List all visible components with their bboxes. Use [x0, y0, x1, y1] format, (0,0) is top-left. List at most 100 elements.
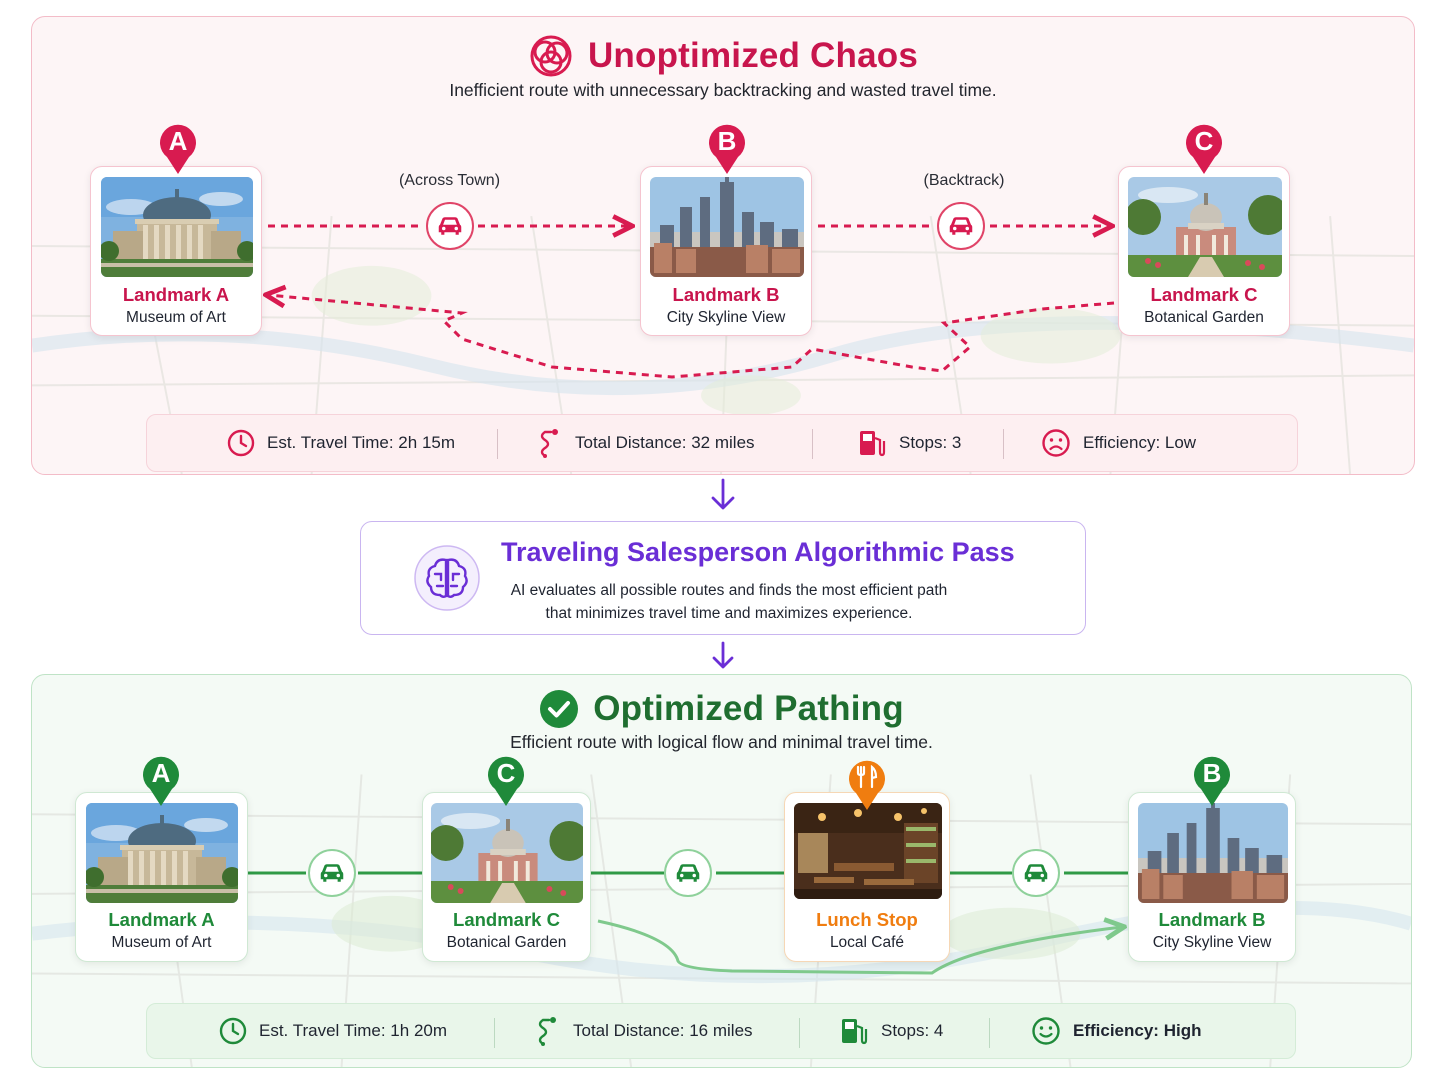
landmark-desc: City Skyline View	[666, 309, 786, 326]
landmark-desc: Museum of Art	[126, 309, 226, 326]
fork-knife-icon	[856, 765, 878, 789]
unoptimized-stats-bar: Est. Travel Time: 2h 15m Total Distance:…	[146, 414, 1298, 472]
route-label-backtrack: (Backtrack)	[923, 172, 1005, 189]
garden-photo	[431, 803, 583, 903]
stat-efficiency: Efficiency: Low	[1041, 415, 1196, 471]
algorithm-description: AI evaluates all possible routes and fin…	[489, 579, 969, 625]
lunch-stop-name: Lunch Stop	[816, 909, 918, 930]
museum-photo	[101, 177, 253, 277]
optimized-stats-bar: Est. Travel Time: 1h 20m Total Distance:…	[146, 1003, 1296, 1059]
optimized-title: Optimized Pathing	[32, 687, 1411, 729]
pin-c: C	[1184, 123, 1224, 175]
stat-divider	[812, 429, 813, 459]
garden-photo	[1128, 177, 1282, 277]
pin-letter: A	[168, 126, 188, 156]
landmark-name: Landmark B	[1158, 909, 1266, 930]
stat-text: Total Distance: 32 miles	[575, 433, 755, 452]
optimized-subtitle: Efficient route with logical flow and mi…	[510, 732, 933, 752]
skyline-photo	[650, 177, 804, 277]
unoptimized-title-text: Unoptimized Chaos	[587, 36, 919, 75]
unoptimized-title: Unoptimized Chaos	[32, 33, 1414, 79]
stat-travel-time: Est. Travel Time: 1h 20m	[219, 1004, 447, 1058]
direct-route	[597, 921, 1122, 975]
check-circle-icon	[540, 689, 579, 728]
tangle-icon	[530, 35, 572, 77]
stat-text: Efficiency: High	[1073, 1021, 1202, 1040]
landmark-card-a[interactable]: Landmark A Museum of Art	[90, 166, 262, 336]
pin-letter: A	[151, 758, 171, 788]
car-icon	[426, 202, 474, 250]
museum-photo	[86, 803, 238, 903]
happy-face-icon	[1032, 1017, 1060, 1045]
landmark-card-a[interactable]: Landmark A Museum of Art	[75, 792, 248, 962]
optimized-panel: Optimized Pathing Efficient route with l…	[31, 674, 1412, 1068]
fuel-icon	[842, 1019, 868, 1045]
landmark-name: Landmark A	[108, 909, 215, 930]
route-icon	[538, 1017, 556, 1046]
landmark-card-c[interactable]: Landmark C Botanical Garden	[1118, 166, 1290, 336]
stat-divider	[989, 1018, 990, 1048]
stat-text: Est. Travel Time: 1h 20m	[259, 1021, 448, 1040]
pin-lunch	[847, 759, 887, 811]
landmark-card-b[interactable]: Landmark B City Skyline View	[640, 166, 812, 336]
algorithm-box: Traveling Salesperson Algorithmic Pass A…	[360, 521, 1086, 635]
route-label-across-town: (Across Town)	[398, 172, 501, 189]
pin-b: B	[1192, 755, 1232, 807]
stat-divider	[494, 1018, 495, 1048]
stat-divider	[497, 429, 498, 459]
landmark-name: Landmark C	[1150, 284, 1258, 305]
stat-text: Total Distance: 16 miles	[573, 1021, 753, 1040]
stat-stops: Stops: 4	[839, 1004, 943, 1058]
cafe-photo	[794, 803, 942, 899]
unoptimized-route	[32, 17, 1415, 379]
unoptimized-panel: Unoptimized Chaos Inefficient route with…	[31, 16, 1415, 475]
sad-face-icon	[1042, 429, 1070, 457]
pin-letter: C	[496, 758, 516, 788]
stat-text: Stops: 3	[899, 433, 962, 452]
unoptimized-subtitle: Inefficient route with unnecessary backt…	[449, 80, 997, 100]
pin-letter: C	[1194, 126, 1214, 156]
landmark-card-c[interactable]: Landmark C Botanical Garden	[422, 792, 591, 962]
landmark-desc: Museum of Art	[111, 934, 212, 951]
pin-a: A	[158, 123, 198, 175]
optimized-title-text: Optimized Pathing	[593, 688, 904, 728]
landmark-name: Landmark B	[672, 284, 780, 305]
stat-distance: Total Distance: 16 miles	[535, 1004, 753, 1058]
pin-c: C	[486, 755, 526, 807]
map-background	[32, 215, 1414, 474]
route-icon	[540, 429, 558, 458]
stat-text: Stops: 4	[881, 1021, 944, 1040]
algorithm-title: Traveling Salesperson Algorithmic Pass	[501, 537, 1015, 567]
clock-icon	[227, 429, 255, 457]
lunch-stop-card[interactable]: Lunch Stop Local Café	[784, 792, 950, 962]
pin-a: A	[141, 755, 181, 807]
arrow-down-icon	[711, 478, 735, 510]
car-icon	[664, 849, 712, 897]
stat-travel-time: Est. Travel Time: 2h 15m	[227, 415, 455, 471]
algorithm-line-2: that minimizes travel time and maximizes…	[545, 605, 913, 622]
backtrack-route	[268, 295, 1115, 379]
stat-efficiency: Efficiency: High	[1031, 1004, 1201, 1058]
stat-stops: Stops: 3	[857, 415, 961, 471]
arrow-down-icon	[712, 641, 734, 669]
stat-text: Efficiency: Low	[1083, 433, 1197, 452]
optimized-route	[248, 871, 1412, 975]
pin-letter: B	[717, 126, 737, 156]
landmark-desc: Botanical Garden	[446, 934, 567, 951]
stat-distance: Total Distance: 32 miles	[537, 415, 755, 471]
algorithm-line-1: AI evaluates all possible routes and fin…	[510, 582, 948, 599]
clock-icon	[219, 1017, 247, 1045]
stat-text: Est. Travel Time: 2h 15m	[267, 433, 456, 452]
landmark-desc: City Skyline View	[1152, 934, 1272, 951]
pin-letter: B	[1202, 758, 1222, 788]
fuel-icon	[860, 431, 886, 457]
landmark-card-b[interactable]: Landmark B City Skyline View	[1128, 792, 1296, 962]
lunch-stop-desc: Local Café	[829, 934, 905, 951]
skyline-photo	[1138, 803, 1288, 903]
landmark-desc: Botanical Garden	[1144, 309, 1264, 326]
car-icon	[308, 849, 356, 897]
stat-divider	[1003, 429, 1004, 459]
car-icon	[937, 202, 985, 250]
brain-icon	[414, 545, 480, 611]
landmark-name: Landmark A	[122, 284, 230, 305]
